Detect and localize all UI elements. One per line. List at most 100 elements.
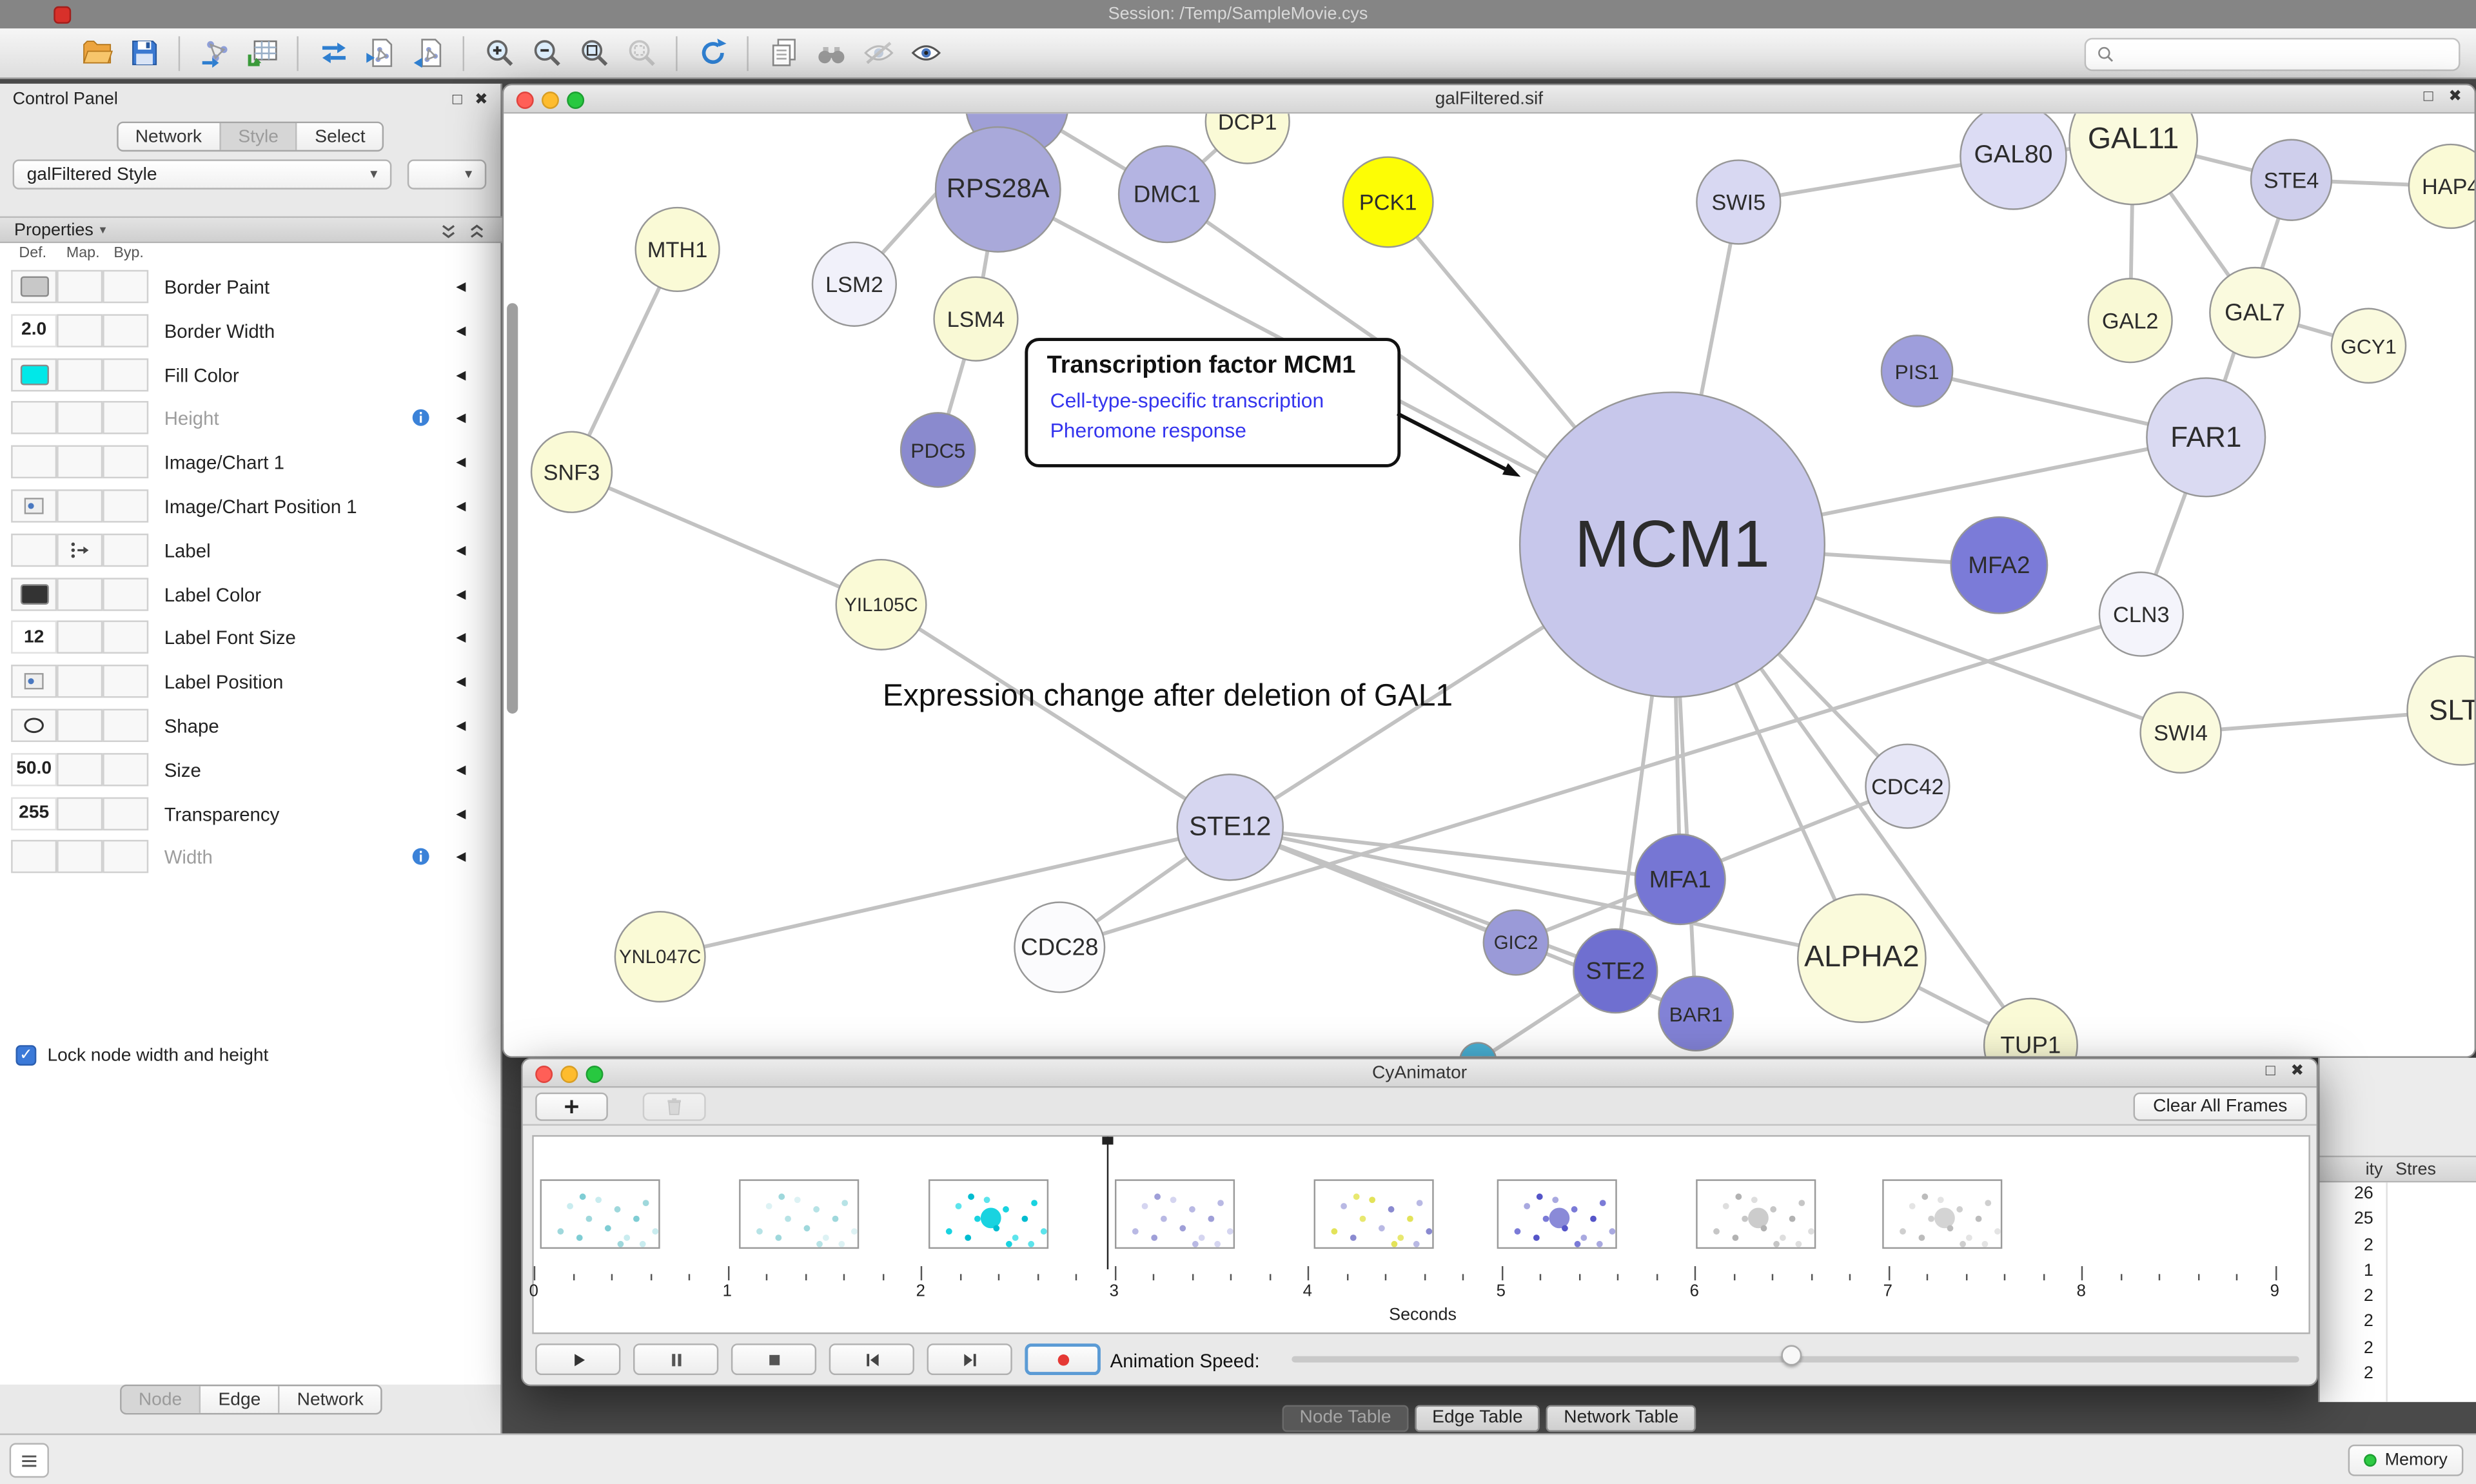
pause-button[interactable]: [633, 1343, 719, 1376]
default-cell[interactable]: [11, 577, 57, 610]
default-cell[interactable]: [11, 269, 57, 304]
node-gal11[interactable]: GAL11: [2068, 113, 2198, 206]
bypass-cell[interactable]: [103, 445, 149, 479]
tab-select[interactable]: Select: [295, 123, 383, 150]
info-icon[interactable]: [411, 408, 431, 429]
mapping-cell[interactable]: [57, 533, 103, 567]
table-row[interactable]: 2: [2320, 1234, 2476, 1260]
property-row-border-paint[interactable]: Border Paint◀: [0, 265, 500, 309]
bypass-cell[interactable]: [103, 796, 149, 830]
playhead-handle[interactable]: [1102, 1137, 1114, 1145]
node-bar1[interactable]: BAR1: [1658, 975, 1734, 1052]
table-row[interactable]: 2: [2320, 1285, 2476, 1311]
style-options-button[interactable]: ▾: [407, 159, 487, 190]
close-panel-icon[interactable]: ✖: [475, 90, 488, 108]
stop-button[interactable]: [731, 1343, 817, 1376]
node-ste12[interactable]: STE12: [1176, 774, 1284, 881]
bypass-cell[interactable]: [103, 401, 149, 435]
default-cell[interactable]: [11, 401, 57, 435]
annotation-link[interactable]: Cell-type-specific transcription: [1050, 387, 1324, 411]
skip-to-end-button[interactable]: [927, 1343, 1012, 1376]
bypass-cell[interactable]: [103, 840, 149, 874]
node-rps28a[interactable]: RPS28A: [934, 126, 1061, 253]
app-titlebar[interactable]: Session: /Temp/SampleMovie.cys: [0, 0, 2476, 29]
mapping-cell[interactable]: [57, 445, 103, 479]
node-cln3[interactable]: CLN3: [2098, 571, 2184, 657]
save-session-button[interactable]: [120, 32, 167, 73]
find-button[interactable]: [807, 32, 854, 73]
minimize-window-icon[interactable]: [542, 90, 559, 108]
property-row-width[interactable]: Width◀: [0, 835, 500, 879]
cyanimator-titlebar[interactable]: CyAnimator □ ✖: [522, 1059, 2317, 1088]
node-gal80[interactable]: GAL80: [1960, 113, 2067, 210]
default-cell[interactable]: 2.0: [11, 313, 57, 347]
mapping-cell[interactable]: [57, 313, 103, 347]
expand-arrow-icon[interactable]: ◀: [456, 674, 466, 689]
frame-thumbnail-7[interactable]: [1696, 1179, 1816, 1249]
mapping-cell[interactable]: [57, 840, 103, 874]
node-mcm1[interactable]: MCM1: [1518, 391, 1826, 698]
bypass-cell[interactable]: [103, 708, 149, 742]
play-button[interactable]: [535, 1343, 621, 1376]
memory-button[interactable]: Memory: [2348, 1444, 2464, 1476]
node-mfa2[interactable]: MFA2: [1950, 516, 2049, 614]
expand-arrow-icon[interactable]: ◀: [456, 411, 466, 425]
search-field[interactable]: [2084, 37, 2461, 72]
edge-snf3-yil105c[interactable]: [571, 470, 882, 607]
node-gic2[interactable]: GIC2: [1482, 909, 1549, 976]
close-window-icon[interactable]: [516, 90, 534, 108]
node-cdc28[interactable]: CDC28: [1014, 901, 1106, 993]
tab-node-table[interactable]: Node Table: [1282, 1404, 1409, 1432]
table-row[interactable]: 25: [2320, 1208, 2476, 1234]
default-cell[interactable]: [11, 445, 57, 479]
property-row-fill-color[interactable]: Fill Color◀: [0, 353, 500, 397]
refresh-view-button[interactable]: [689, 32, 736, 73]
table-row[interactable]: 2: [2320, 1363, 2476, 1389]
properties-header[interactable]: Properties ▾: [0, 216, 502, 244]
node-snf3[interactable]: SNF3: [530, 431, 613, 513]
node-pck1[interactable]: PCK1: [1342, 156, 1434, 248]
panel-menu-button[interactable]: [9, 1443, 49, 1478]
node-alpha2[interactable]: ALPHA2: [1796, 893, 1927, 1023]
table-row[interactable]: 2: [2320, 1337, 2476, 1363]
bypass-cell[interactable]: [103, 357, 149, 391]
checkbox-checked-icon[interactable]: ✓: [15, 1045, 37, 1066]
network-canvas[interactable]: RPS28BRPS28ADMC1DCP1PCK1SWI5GAL80GAL11ST…: [504, 113, 2475, 1057]
column-header[interactable]: Stres: [2395, 1160, 2437, 1180]
delete-frame-button[interactable]: [642, 1092, 706, 1121]
clear-all-frames-button[interactable]: Clear All Frames: [2133, 1092, 2307, 1121]
bypass-cell[interactable]: [103, 489, 149, 523]
mapping-cell[interactable]: [57, 621, 103, 654]
bypass-cell[interactable]: [103, 665, 149, 698]
expand-arrow-icon[interactable]: ◀: [456, 498, 466, 513]
slider-handle[interactable]: [1781, 1345, 1802, 1366]
frame-thumbnail-2[interactable]: [739, 1179, 860, 1249]
node-mfa1[interactable]: MFA1: [1634, 834, 1726, 926]
import-network-button[interactable]: [191, 32, 238, 73]
expand-arrow-icon[interactable]: ◀: [456, 542, 466, 557]
table-header[interactable]: ity Stres: [2319, 1155, 2476, 1183]
default-cell[interactable]: [11, 489, 57, 523]
record-button[interactable]: [1025, 1343, 1101, 1376]
node-gal2[interactable]: GAL2: [2087, 278, 2173, 364]
table-row[interactable]: 2: [2320, 1311, 2476, 1337]
property-row-height[interactable]: Height◀: [0, 397, 500, 441]
mapping-cell[interactable]: [57, 401, 103, 435]
open-session-button[interactable]: [73, 32, 120, 73]
mapping-cell[interactable]: [57, 665, 103, 698]
import-table-button[interactable]: [239, 32, 286, 73]
collapse-all-icon[interactable]: [437, 220, 459, 239]
property-row-image-chart-position-1[interactable]: Image/Chart Position 1◀: [0, 485, 500, 529]
node-dmc1[interactable]: DMC1: [1117, 145, 1216, 244]
export-network-file-button[interactable]: [357, 32, 404, 73]
property-row-label-color[interactable]: Label Color◀: [0, 572, 500, 616]
node-pis1[interactable]: PIS1: [1880, 335, 1954, 407]
expand-arrow-icon[interactable]: ◀: [456, 718, 466, 733]
info-icon[interactable]: [411, 847, 431, 868]
expand-arrow-icon[interactable]: ◀: [456, 630, 466, 645]
node-far1[interactable]: FAR1: [2146, 377, 2266, 498]
default-cell[interactable]: [11, 533, 57, 567]
expand-arrow-icon[interactable]: ◀: [456, 323, 466, 338]
mapping-cell[interactable]: [57, 708, 103, 742]
